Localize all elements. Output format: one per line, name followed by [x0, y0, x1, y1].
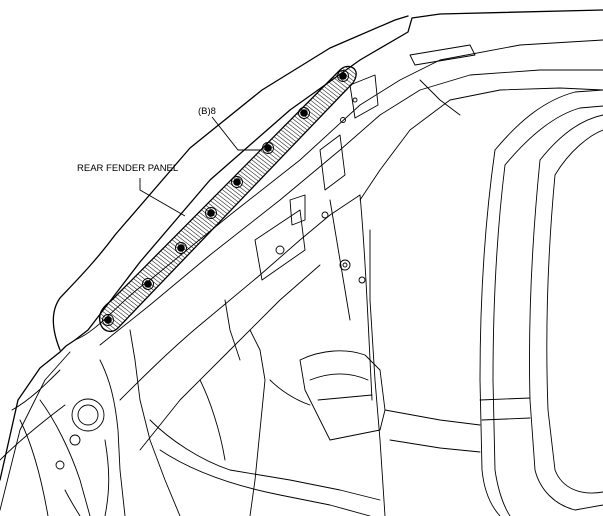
- weld-point-8: [339, 72, 347, 80]
- weld-point-3: [177, 244, 185, 252]
- weld-point-5: [233, 178, 241, 186]
- weld-flange-hatched-area: [98, 65, 357, 333]
- weld-point-7: [300, 109, 308, 117]
- rear-fender-panel-outline: [0, 9, 603, 511]
- weld-point-ring-1: [102, 314, 114, 326]
- weld-point-1: [104, 316, 112, 324]
- weld-point-2: [144, 280, 152, 288]
- weld-point-ring-4: [205, 207, 217, 219]
- spot-weld-points: [102, 70, 349, 326]
- weld-point-ring-5: [231, 176, 243, 188]
- weld-point-ring-7: [298, 107, 310, 119]
- inner-body-structure: [74, 39, 603, 516]
- weld-point-4: [207, 209, 215, 217]
- weld-point-ring-6: [262, 142, 274, 154]
- weld-point-ring-3: [175, 242, 187, 254]
- weld-callout-label: (B)8: [198, 106, 216, 117]
- part-name-leader: [139, 178, 186, 217]
- wheel-house-structure: [0, 359, 126, 516]
- part-name-label: REAR FENDER PANEL: [77, 163, 178, 174]
- weld-point-6: [264, 144, 272, 152]
- weld-point-ring-8: [337, 70, 349, 82]
- weld-callout-leader: [211, 116, 262, 151]
- weld-point-ring-2: [142, 278, 154, 290]
